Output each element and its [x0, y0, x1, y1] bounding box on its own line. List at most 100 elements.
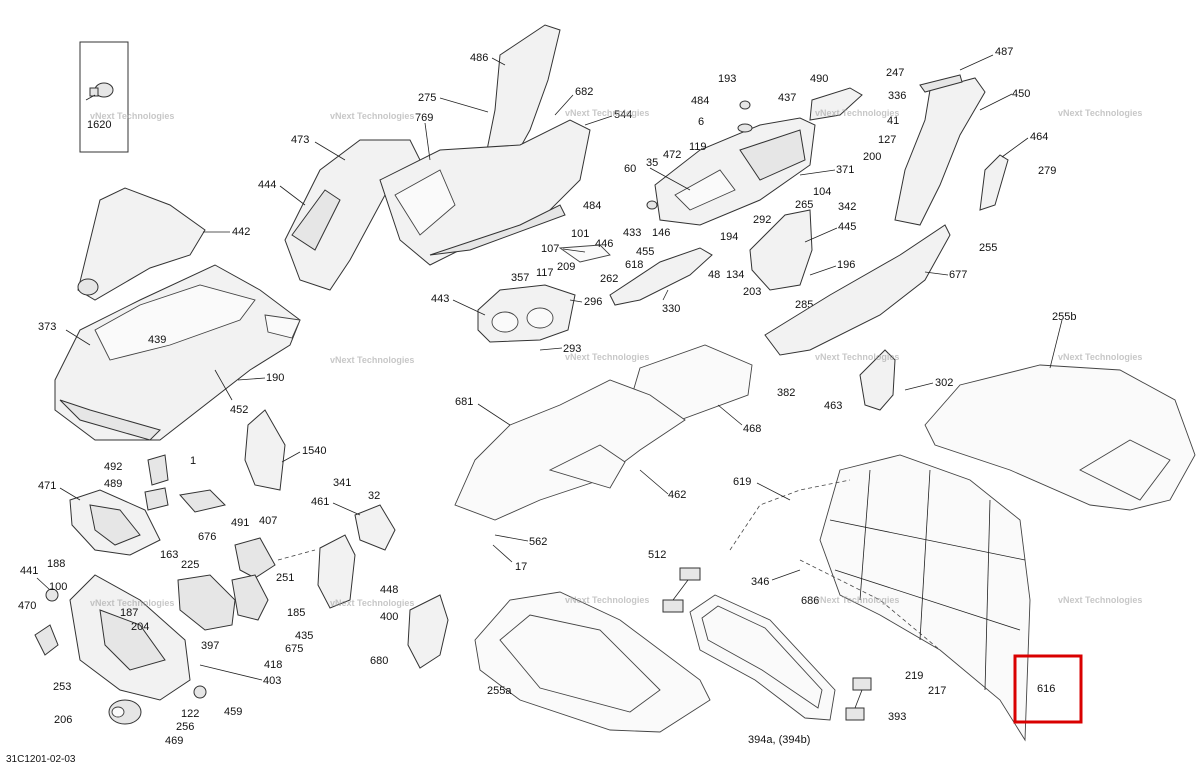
callout-209: 209 [557, 261, 575, 273]
callout-489: 489 [104, 478, 122, 490]
callout-676: 676 [198, 531, 216, 543]
callout-393: 393 [888, 711, 906, 723]
callout-433: 433 [623, 227, 641, 239]
callout-330: 330 [662, 303, 680, 315]
tail-light-471 [69, 489, 161, 556]
callout-48: 48 [708, 269, 720, 281]
bracket-461 [354, 504, 396, 551]
callout-484b: 484 [583, 200, 601, 212]
callout-163: 163 [160, 549, 178, 561]
damper-512 [662, 567, 701, 613]
callout-117: 117 [536, 267, 554, 279]
callout-470: 470 [18, 600, 36, 612]
callout-32: 32 [368, 490, 380, 502]
callout-279: 279 [1038, 165, 1056, 177]
callout-446: 446 [595, 238, 613, 250]
cover-1540 [244, 409, 286, 491]
damper-393 [845, 677, 872, 721]
callout-472: 472 [663, 149, 681, 161]
callout-442: 442 [232, 226, 250, 238]
callout-100: 100 [49, 581, 67, 593]
light-470 [34, 624, 59, 656]
grille-492 [147, 454, 169, 486]
vent-675 [177, 574, 236, 631]
callout-469: 469 [165, 735, 183, 747]
callout-107: 107 [541, 243, 559, 255]
callout-219: 219 [905, 670, 923, 682]
callout-400: 400 [380, 611, 398, 623]
callout-346: 346 [751, 576, 769, 588]
watermark: vNext Technologies [330, 111, 414, 121]
callout-562: 562 [529, 536, 547, 548]
callout-134: 134 [726, 269, 744, 281]
callout-686: 686 [801, 595, 819, 607]
callout-296: 296 [584, 296, 602, 308]
floor-panel-681 [454, 379, 686, 521]
watermark: vNext Technologies [1058, 108, 1142, 118]
callout-407: 407 [259, 515, 277, 527]
callout-256: 256 [176, 721, 194, 733]
callout-194: 194 [720, 231, 738, 243]
callout-146: 146 [652, 227, 670, 239]
callout-492: 492 [104, 461, 122, 473]
callout-455: 455 [636, 246, 654, 258]
highlight-box-616 [1013, 654, 1083, 724]
callout-265: 265 [795, 199, 813, 211]
callout-185: 185 [287, 607, 305, 619]
callout-464: 464 [1030, 131, 1048, 143]
callout-459: 459 [224, 706, 242, 718]
callout-677: 677 [949, 269, 967, 281]
callout-293: 293 [563, 343, 581, 355]
callout-382: 382 [777, 387, 795, 399]
callout-616: 616 [1037, 683, 1055, 695]
callout-448: 448 [380, 584, 398, 596]
lower-side-panel-677 [764, 224, 951, 356]
callout-17: 17 [515, 561, 527, 573]
watermark: vNext Technologies [330, 355, 414, 365]
callout-473: 473 [291, 134, 309, 146]
console-frame-544 [379, 119, 591, 266]
headlight-443 [477, 284, 576, 343]
watermark: vNext Technologies [90, 598, 174, 608]
callout-188: 188 [47, 558, 65, 570]
callout-255: 255 [979, 242, 997, 254]
callout-680: 680 [370, 655, 388, 667]
callout-468: 468 [743, 423, 761, 435]
callout-439: 439 [148, 334, 166, 346]
watermark-layer: vNext Technologies vNext Technologies vN… [90, 108, 1142, 608]
handle-464 [979, 154, 1009, 211]
callout-275: 275 [418, 92, 436, 104]
front-fascia-442 [54, 187, 301, 441]
callout-675: 675 [285, 643, 303, 655]
callout-119: 119 [689, 141, 707, 153]
callout-193: 193 [718, 73, 736, 85]
callout-462: 462 [668, 489, 686, 501]
callout-437: 437 [778, 92, 796, 104]
callout-6: 6 [698, 116, 704, 128]
callout-397: 397 [201, 640, 219, 652]
panel-445 [749, 209, 813, 291]
windshield-394 [689, 594, 836, 721]
watermark: vNext Technologies [90, 111, 174, 121]
callout-373: 373 [38, 321, 56, 333]
callout-104: 104 [813, 186, 831, 198]
callout-122: 122 [181, 708, 199, 720]
watermark: vNext Technologies [815, 352, 899, 362]
callout-471: 471 [38, 480, 56, 492]
bracket-101 [558, 244, 611, 263]
callout-681: 681 [455, 396, 473, 408]
callout-463: 463 [824, 400, 842, 412]
callout-418: 418 [264, 659, 282, 671]
watermark: vNext Technologies [1058, 352, 1142, 362]
callout-41: 41 [887, 115, 899, 127]
callout-255b: 255b [1052, 311, 1076, 323]
panel-448 [317, 534, 356, 609]
vent-397 [231, 574, 269, 621]
callout-394: 394a, (394b) [748, 734, 810, 746]
callout-127: 127 [878, 134, 896, 146]
callout-512: 512 [648, 549, 666, 561]
callout-190: 190 [266, 372, 284, 384]
callout-336: 336 [888, 90, 906, 102]
callout-341: 341 [333, 477, 351, 489]
